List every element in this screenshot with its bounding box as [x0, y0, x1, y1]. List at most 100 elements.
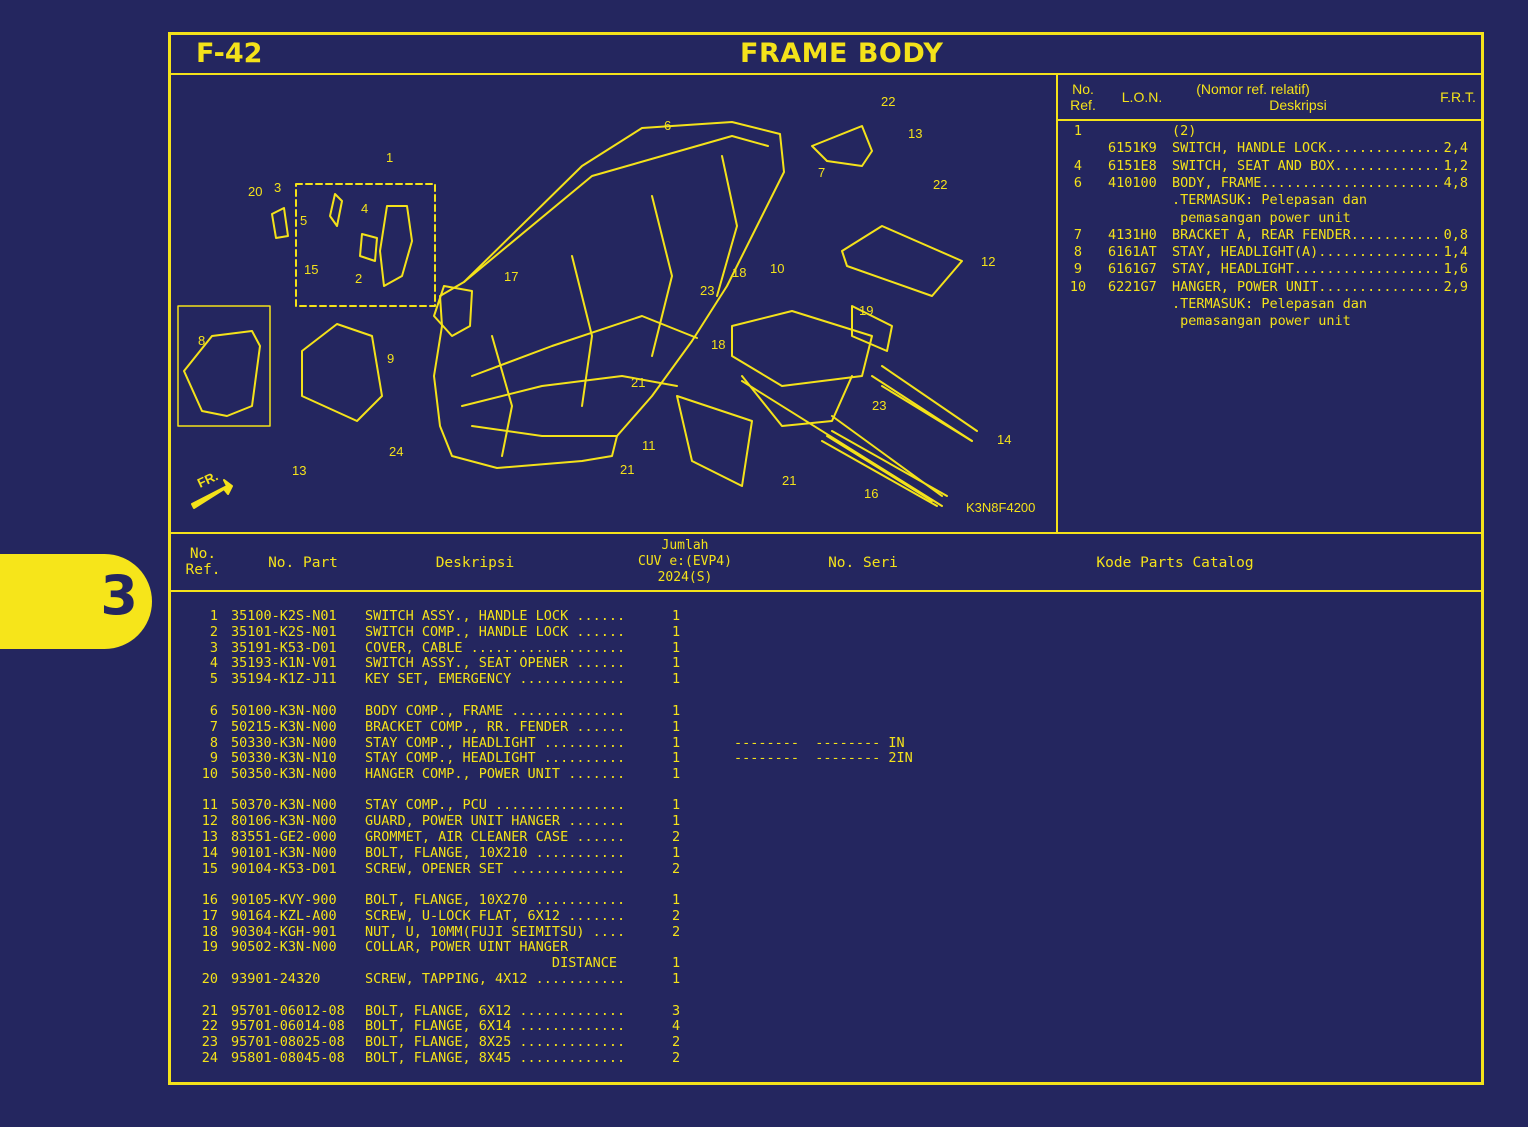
cell-desc: BODY COMP., FRAME .............. [365, 703, 626, 719]
frt-cell-lon: 6151E8 [1108, 157, 1157, 174]
cell-qty: 3 [672, 1003, 681, 1019]
cell-qty: 1 [672, 797, 681, 813]
cell-part: 80106-K3N-N00 [231, 813, 337, 829]
frt-cell-lon: 6151K9 [1108, 140, 1157, 157]
parts-header-no-seri: No. Seri [828, 555, 898, 571]
parts-header-no-part: No. Part [268, 555, 338, 571]
frt-row: .TERMASUK: Pelepasan dan [1068, 296, 1468, 313]
svg-text:9: 9 [387, 351, 394, 366]
frt-cell-frt: 1,4 [1443, 244, 1468, 261]
cell-desc: STAY COMP., HEADLIGHT .......... [365, 735, 626, 751]
cell-part: 95701-08025-08 [231, 1034, 345, 1050]
frt-row: 8 6161AT STAY, HEADLIGHT(A)...............… [1068, 244, 1468, 261]
cell-ref: 19 [201, 939, 218, 955]
frt-header-frt: F.R.T. [1440, 89, 1476, 105]
cell-qty: 1 [672, 671, 681, 687]
cell-desc: KEY SET, EMERGENCY ............. [365, 671, 626, 687]
cell-qty: 1 [672, 750, 681, 766]
cell-ref: 4 [209, 655, 218, 671]
svg-text:13: 13 [908, 126, 922, 141]
frt-cell-desc: SWITCH, HANDLE LOCK.............. [1172, 140, 1441, 157]
cell-ref: 17 [201, 908, 218, 924]
frt-cell-ref: 8 [1073, 244, 1083, 261]
cell-ref: 21 [201, 1003, 218, 1019]
frt-cell-frt: 2,9 [1443, 278, 1468, 295]
cell-desc: COVER, CABLE ................... [365, 640, 626, 656]
frt-cell-lon: 6161AT [1108, 244, 1157, 261]
cell-qty: 1 [672, 766, 681, 782]
svg-text:24: 24 [389, 444, 403, 459]
frt-cell-lon: 4131H0 [1108, 226, 1157, 243]
frt-cell-lon: 6161G7 [1108, 261, 1157, 278]
cell-part: 93901-24320 [231, 971, 321, 987]
frt-cell-desc: (2) [1172, 123, 1197, 139]
cell-ref: 18 [201, 924, 218, 940]
cell-ref: 22 [201, 1018, 218, 1034]
frt-cell-lon: 6221G7 [1108, 278, 1157, 295]
cell-qty: 2 [672, 908, 681, 924]
cell-qty: 1 [672, 735, 681, 751]
svg-text:11: 11 [642, 438, 656, 453]
cell-part: 95701-06012-08 [231, 1003, 345, 1019]
cell-qty: 1 [672, 655, 681, 671]
svg-text:15: 15 [304, 262, 318, 277]
frt-cell-desc: .TERMASUK: Pelepasan dan [1172, 192, 1368, 209]
cell-part: 35191-K53-D01 [231, 640, 337, 656]
cell-ref: 23 [201, 1034, 218, 1050]
cell-ref: 16 [201, 892, 218, 908]
table-row: 21 95701-06012-08 BOLT, FLANGE, 6X12 .....… [182, 1003, 922, 1019]
svg-text:20: 20 [248, 184, 262, 199]
svg-text:22: 22 [881, 94, 895, 109]
cell-ref: 8 [209, 735, 218, 751]
frt-header-desc-note: (Nomor ref. relatif) [1196, 81, 1310, 97]
cell-ref: 1 [209, 608, 218, 624]
section-tab-label: 3 [100, 564, 138, 627]
frt-cell-desc: pemasangan power unit [1172, 313, 1351, 330]
svg-text:23: 23 [700, 283, 714, 298]
frt-cell-lon: 410100 [1108, 174, 1157, 191]
svg-text:14: 14 [997, 432, 1011, 447]
frt-cell-desc: STAY, HEADLIGHT(A)............... [1172, 244, 1441, 261]
cell-desc: BOLT, FLANGE, 6X12 ............. [365, 1003, 626, 1019]
cell-part: 50370-K3N-N00 [231, 797, 337, 813]
frt-cell-desc: BODY, FRAME...................... [1172, 174, 1441, 191]
cell-ref: 10 [201, 766, 218, 782]
cell-part: 90502-K3N-N00 [231, 939, 337, 955]
frt-cell-frt: 1,6 [1443, 261, 1468, 278]
cell-qty: 1 [672, 813, 681, 829]
title-divider [168, 73, 1484, 75]
page-title: FRAME BODY [740, 38, 944, 69]
frt-cell-desc: STAY, HEADLIGHT.................. [1172, 261, 1441, 278]
cell-desc: GUARD, POWER UNIT HANGER ....... [365, 813, 626, 829]
frt-cell-desc: pemasangan power unit [1172, 209, 1351, 226]
cell-ref: 2 [209, 624, 218, 640]
section-tab[interactable]: 3 [0, 554, 152, 649]
cell-part: 35194-K1Z-J11 [231, 671, 337, 687]
parts-header-no-ref: No. Ref. [185, 546, 221, 578]
cell-part: 90105-KVY-900 [231, 892, 337, 908]
frt-cell-ref: 4 [1073, 157, 1083, 174]
svg-text:21: 21 [631, 375, 645, 390]
cell-desc: BOLT, FLANGE, 10X210 ........... [365, 845, 626, 861]
frt-cell-desc: .TERMASUK: Pelepasan dan [1172, 296, 1368, 312]
cell-qty: 1 [672, 703, 681, 719]
frt-cell-desc: SWITCH, SEAT AND BOX............. [1172, 157, 1441, 174]
cell-ref: 9 [209, 750, 218, 766]
cell-qty: 1 [672, 955, 681, 971]
cell-desc: BRACKET COMP., RR. FENDER ...... [365, 719, 626, 735]
cell-desc: BOLT, FLANGE, 6X14 ............. [365, 1018, 626, 1034]
cell-part: 83551-GE2-000 [231, 829, 337, 845]
frt-cell-desc: HANGER, POWER UNIT............... [1172, 278, 1441, 295]
cell-qty: 1 [672, 971, 681, 987]
